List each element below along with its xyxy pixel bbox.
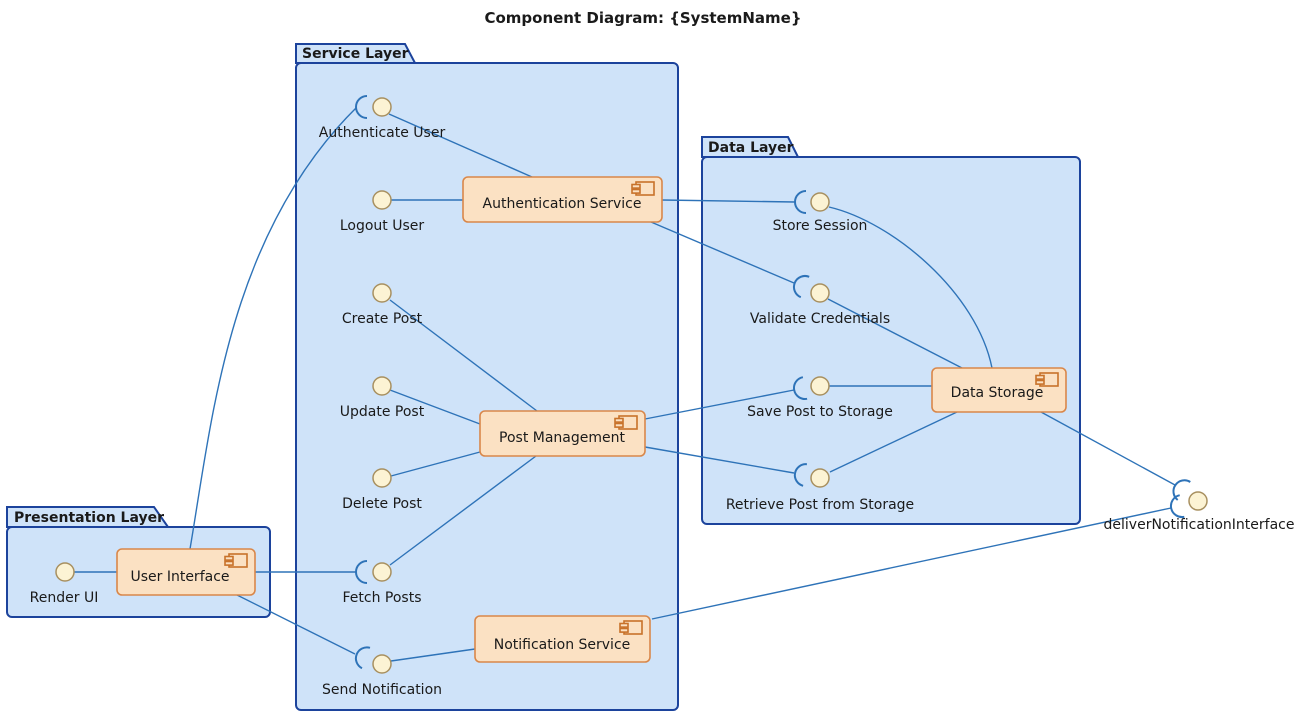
package-data-layer-body [701, 156, 1081, 525]
interface-authenticate-user: Authenticate User [319, 97, 446, 141]
interface-circle-icon [372, 97, 392, 117]
interface-label: deliverNotificationInterface [1104, 517, 1295, 533]
component-user-interface: User Interface [116, 548, 256, 596]
connector-updatepost-postmanagement [389, 389, 481, 425]
diagram-title: Component Diagram: {SystemName} [484, 9, 801, 27]
interface-label: Save Post to Storage [747, 404, 893, 420]
connectors [74, 107, 1176, 662]
package-data-layer: Data Layer [701, 136, 1081, 525]
interface-create-post: Create Post [342, 283, 423, 327]
socket-store-session-icon [794, 190, 807, 214]
interface-circle-icon [372, 376, 392, 396]
socket-validate-credentials-icon [792, 275, 810, 299]
interface-fetch-posts: Fetch Posts [343, 562, 422, 606]
package-service-layer-body [295, 62, 679, 711]
component-box [931, 367, 1067, 413]
connector-datastorage-deliverinterface [1040, 411, 1176, 486]
interface-label: Authenticate User [319, 125, 446, 141]
interface-label: Logout User [340, 218, 425, 234]
interface-circle-icon [55, 562, 75, 582]
interface-label: Validate Credentials [750, 311, 890, 327]
connector-postmanagement-savepost [644, 389, 795, 420]
component-icon [224, 553, 248, 568]
connector-validatecredentials-datastorage [827, 298, 963, 369]
interface-label: Update Post [340, 404, 425, 420]
component-box [462, 176, 663, 223]
component-post-management: Post Management [479, 410, 646, 457]
connector-postmanagement-retrievepost [644, 446, 795, 474]
interface-label: Store Session [773, 218, 868, 234]
connector-authservice-storesession [661, 199, 796, 203]
interface-label: Retrieve Post from Storage [726, 497, 914, 513]
interface-logout-user: Logout User [340, 190, 425, 234]
component-icon [1035, 372, 1059, 387]
component-label: User Interface [130, 569, 229, 585]
interface-circle-icon [372, 562, 392, 582]
interface-circle-icon [810, 468, 830, 488]
interface-validate-credentials: Validate Credentials [750, 283, 890, 327]
interface-retrieve-post-from-storage: Retrieve Post from Storage [726, 468, 914, 513]
interface-delete-post: Delete Post [342, 468, 422, 512]
connector-authservice-validatecredentials [650, 221, 795, 284]
interface-circle-icon [810, 192, 830, 212]
interface-label: Delete Post [342, 496, 422, 512]
socket-send-notification-icon [354, 646, 371, 670]
component-authentication-service: Authentication Service [462, 176, 663, 223]
interface-circle-icon [372, 468, 392, 488]
component-notification-service: Notification Service [474, 615, 651, 663]
interface-label: Send Notification [322, 682, 442, 698]
interface-circle-icon [810, 376, 830, 396]
component-icon [631, 181, 655, 196]
package-presentation-layer-label: Presentation Layer [14, 510, 164, 526]
connector-retrievepost-datastorage [829, 411, 958, 473]
component-label: Notification Service [494, 637, 631, 653]
component-icon [614, 415, 638, 430]
interface-circle-icon [372, 190, 392, 210]
connector-authenticateuser-authservice [388, 113, 533, 178]
interface-save-post-to-storage: Save Post to Storage [747, 376, 893, 420]
component-box [479, 410, 646, 457]
component-label: Data Storage [951, 385, 1044, 401]
connector-postmanagement-fetchposts [389, 455, 537, 566]
interface-render-ui: Render UI [30, 562, 99, 606]
socket-fetch-posts-icon [355, 560, 368, 584]
package-data-layer-label: Data Layer [708, 140, 794, 156]
interface-update-post: Update Post [340, 376, 425, 420]
interface-circle-icon [372, 654, 392, 674]
interface-circle-icon [810, 283, 830, 303]
component-icon [619, 620, 643, 635]
package-service-layer: Service Layer [295, 43, 679, 711]
package-presentation-layer-tab [6, 506, 170, 528]
connector-deletepost-postmanagement [390, 451, 481, 477]
interface-send-notification: Send Notification [322, 654, 442, 698]
component-data-storage: Data Storage [931, 367, 1067, 413]
interface-store-session: Store Session [773, 192, 868, 234]
interface-deliver-notification-interface: deliverNotificationInterface [1104, 491, 1295, 533]
interface-circle-icon [372, 283, 392, 303]
package-service-layer-label: Service Layer [302, 46, 409, 62]
component-box [474, 615, 651, 663]
interface-label: Fetch Posts [343, 590, 422, 606]
component-box [116, 548, 256, 596]
interface-label: Render UI [30, 590, 99, 606]
connector-notificationservice-deliverinterface [651, 507, 1172, 620]
sockets [354, 95, 1191, 670]
connector-sendnotification-notificationservice [390, 648, 476, 662]
connector-userinterface-sendnotification [236, 594, 356, 655]
interface-label: Create Post [342, 311, 423, 327]
socket-authenticate-user-icon [355, 95, 368, 119]
component-label: Authentication Service [483, 196, 642, 212]
socket-retrieve-post-icon [793, 463, 807, 487]
connector-createpost-postmanagement [389, 299, 538, 412]
interface-circle-icon [1188, 491, 1208, 511]
connector-storesession-datastorage [828, 206, 993, 369]
socket-deliver-lower-icon [1170, 494, 1185, 519]
socket-save-post-icon [793, 376, 808, 400]
package-data-layer-tab [701, 136, 800, 158]
component-label: Post Management [499, 430, 625, 446]
package-service-layer-tab [295, 43, 417, 64]
connector-userinterface-authenticateuser [189, 107, 357, 550]
